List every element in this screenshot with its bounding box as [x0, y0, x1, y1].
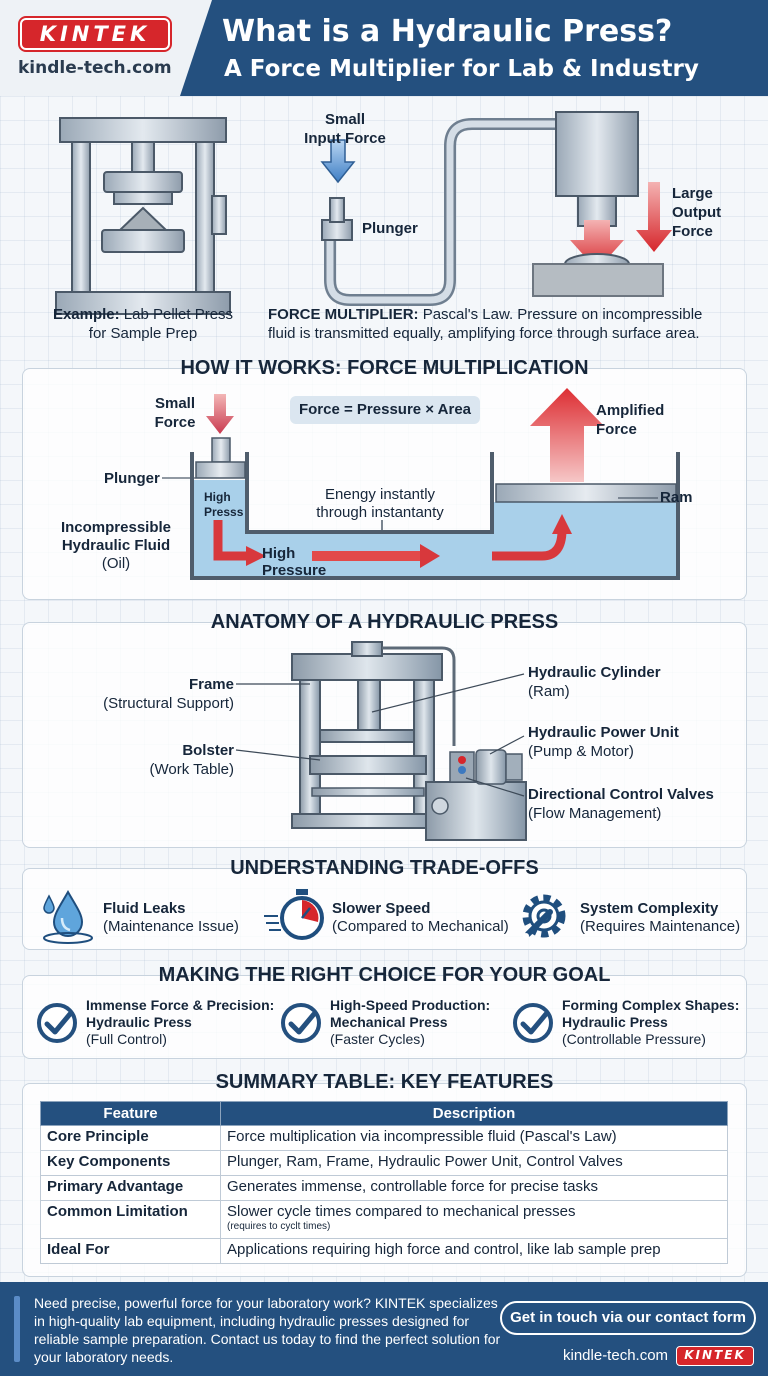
table-cell-feature: Primary Advantage — [40, 1175, 221, 1201]
tradeoffs-panel — [22, 868, 747, 950]
kintek-logo[interactable]: KINTEK — [20, 18, 170, 50]
tradeoff-slower-speed: Slower Speed(Compared to Mechanical) — [332, 900, 509, 935]
hydraulic-press-drawing — [235, 641, 527, 841]
water-drop-icon — [43, 890, 93, 944]
column-header-description: Description — [220, 1101, 728, 1126]
tradeoffs-title: UNDERSTANDING TRADE-OFFS — [230, 857, 539, 879]
choice-item-high-speed: High-Speed Production:Mechanical Press(F… — [330, 997, 491, 1047]
tradeoff-system-complexity: System Complexity(Requires Maintenance) — [580, 900, 741, 935]
summary-table: Feature Description Core Principle Force… — [40, 1101, 728, 1264]
choice-panel — [22, 975, 747, 1059]
anatomy-title: ANATOMY OF A HYDRAULIC PRESS — [210, 611, 559, 633]
choice-item-complex-shapes: Forming Complex Shapes:Hydraulic Press(C… — [562, 997, 740, 1047]
footer-accent — [14, 1296, 20, 1362]
plunger-label: Plunger — [362, 220, 418, 237]
lab-press-drawing — [55, 117, 231, 315]
force-multiplication-diagram — [162, 388, 680, 580]
frame-label: Frame(Structural Support) — [103, 676, 234, 712]
table-cell-feature: Key Components — [40, 1150, 221, 1176]
force-multiplier-caption: FORCE MULTIPLIER: Pascal's Law. Pressure… — [268, 306, 703, 342]
page-subtitle: A Force Multiplier for Lab & Industry — [224, 56, 699, 82]
intro-illustration — [55, 111, 672, 315]
check-circle-icon — [513, 1003, 553, 1043]
gear-wrench-icon — [522, 894, 566, 939]
stopwatch-icon — [264, 889, 324, 940]
footer-domain-link[interactable]: kindle-tech.com — [563, 1347, 669, 1364]
summary-title: SUMMARY TABLE: KEY FEATURES — [215, 1071, 554, 1093]
table-row: Primary Advantage Generates immense, con… — [40, 1175, 728, 1201]
tradeoff-fluid-leaks: Fluid Leaks(Maintenance Issue) — [103, 900, 239, 935]
table-cell-description: Slower cycle times compared to mechanica… — [220, 1200, 728, 1239]
column-header-feature: Feature — [40, 1101, 221, 1126]
logo-domain[interactable]: kindle-tech.com — [18, 58, 172, 78]
hydraulic-cylinder-label: Hydraulic Cylinder(Ram) — [528, 664, 661, 700]
table-cell-feature: Ideal For — [40, 1238, 221, 1264]
bolster-label: Bolster(Work Table) — [149, 742, 234, 778]
contact-form-button[interactable]: Get in touch via our contact form — [500, 1301, 756, 1335]
table-header-row: Feature Description — [40, 1101, 728, 1126]
table-cell-description: Plunger, Ram, Frame, Hydraulic Power Uni… — [220, 1150, 728, 1176]
table-cell-description: Generates immense, controllable force fo… — [220, 1175, 728, 1201]
pipe-system-drawing — [320, 111, 672, 306]
table-cell-feature: Common Limitation — [40, 1200, 221, 1239]
control-valves-label: Directional Control Valves(Flow Manageme… — [528, 786, 714, 822]
footer-bar — [0, 1282, 768, 1376]
check-circle-icon — [37, 1003, 77, 1043]
ram-label: Ram — [660, 489, 693, 506]
footer-text: Need precise, powerful force for your la… — [34, 1295, 501, 1365]
formula-label: Force = Pressure × Area — [298, 401, 472, 418]
choice-item-force-precision: Immense Force & Precision:Hydraulic Pres… — [86, 997, 275, 1047]
power-unit-label: Hydraulic Power Unit(Pump & Motor) — [528, 724, 679, 760]
table-cell-description: Force multiplication via incompressible … — [220, 1125, 728, 1151]
table-row: Common Limitation Slower cycle times com… — [40, 1200, 728, 1239]
table-cell-description: Applications requiring high force and co… — [220, 1238, 728, 1264]
how-it-works-title: HOW IT WORKS: FORCE MULTIPLICATION — [180, 357, 589, 379]
page-title: What is a Hydraulic Press? — [222, 14, 673, 49]
description-text: Slower cycle times compared to mechanica… — [227, 1203, 576, 1220]
table-cell-feature: Core Principle — [40, 1125, 221, 1151]
table-row: Ideal For Applications requiring high fo… — [40, 1238, 728, 1264]
check-circle-icon — [281, 1003, 321, 1043]
footer-kintek-logo[interactable]: KINTEK — [676, 1346, 754, 1366]
choice-title: MAKING THE RIGHT CHOICE FOR YOUR GOAL — [158, 964, 611, 986]
plunger-label-2: Plunger — [104, 470, 160, 487]
description-note: (requires to cyclt times) — [227, 1221, 331, 1232]
table-row: Core Principle Force multiplication via … — [40, 1125, 728, 1151]
table-row: Key Components Plunger, Ram, Frame, Hydr… — [40, 1150, 728, 1176]
